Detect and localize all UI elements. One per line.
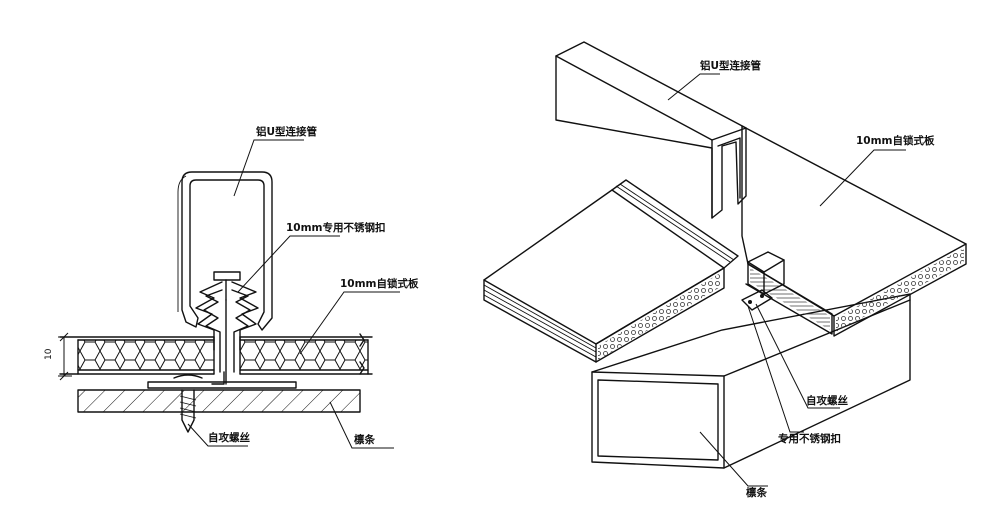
label-right-screw: 自攻螺丝 [806, 394, 848, 407]
right-purlin [591, 293, 911, 469]
label-clip: 10mm专用不锈钢扣 [286, 221, 386, 234]
leader-right-clip [747, 305, 804, 433]
label-screw: 自攻螺丝 [208, 431, 250, 444]
right-right-panel [741, 125, 967, 337]
left-cross-section: 10 铝U型连接管 10mm专用不锈钢扣 10mm自锁式板 自攻螺丝 檩条 [44, 125, 419, 449]
right-left-panel [483, 179, 739, 363]
leader-right-screw [755, 303, 840, 409]
leader-right-panel [819, 149, 906, 207]
left-screw [179, 389, 197, 433]
leader-clip [237, 235, 340, 293]
dimension-text: 10 [44, 348, 54, 360]
leader-u-connector [233, 139, 304, 197]
leader-screw [187, 423, 248, 447]
label-panel: 10mm自锁式板 [340, 277, 419, 290]
label-right-panel: 10mm自锁式板 [856, 134, 935, 147]
label-right-clip: 专用不锈钢扣 [778, 432, 841, 445]
left-screw-head [173, 374, 203, 379]
leader-panel [299, 291, 400, 355]
leader-right-purlin [699, 431, 768, 487]
leader-right-u-connector [667, 73, 720, 101]
left-purlin [77, 389, 361, 413]
left-u-connector [177, 171, 273, 331]
label-right-purlin: 檩条 [746, 486, 767, 499]
right-u-connector [555, 41, 747, 219]
right-isometric: 铝U型连接管 10mm自锁式板 自攻螺丝 专用不锈钢扣 檩条 [483, 41, 967, 499]
label-right-u-connector: 铝U型连接管 [700, 59, 762, 72]
left-clip [195, 271, 259, 385]
label-u-connector: 铝U型连接管 [256, 125, 318, 138]
dimension-10: 10 [44, 332, 72, 381]
left-base-plate [147, 381, 297, 389]
leader-purlin [329, 401, 394, 449]
label-purlin: 檩条 [354, 433, 375, 446]
left-panel [59, 333, 373, 375]
